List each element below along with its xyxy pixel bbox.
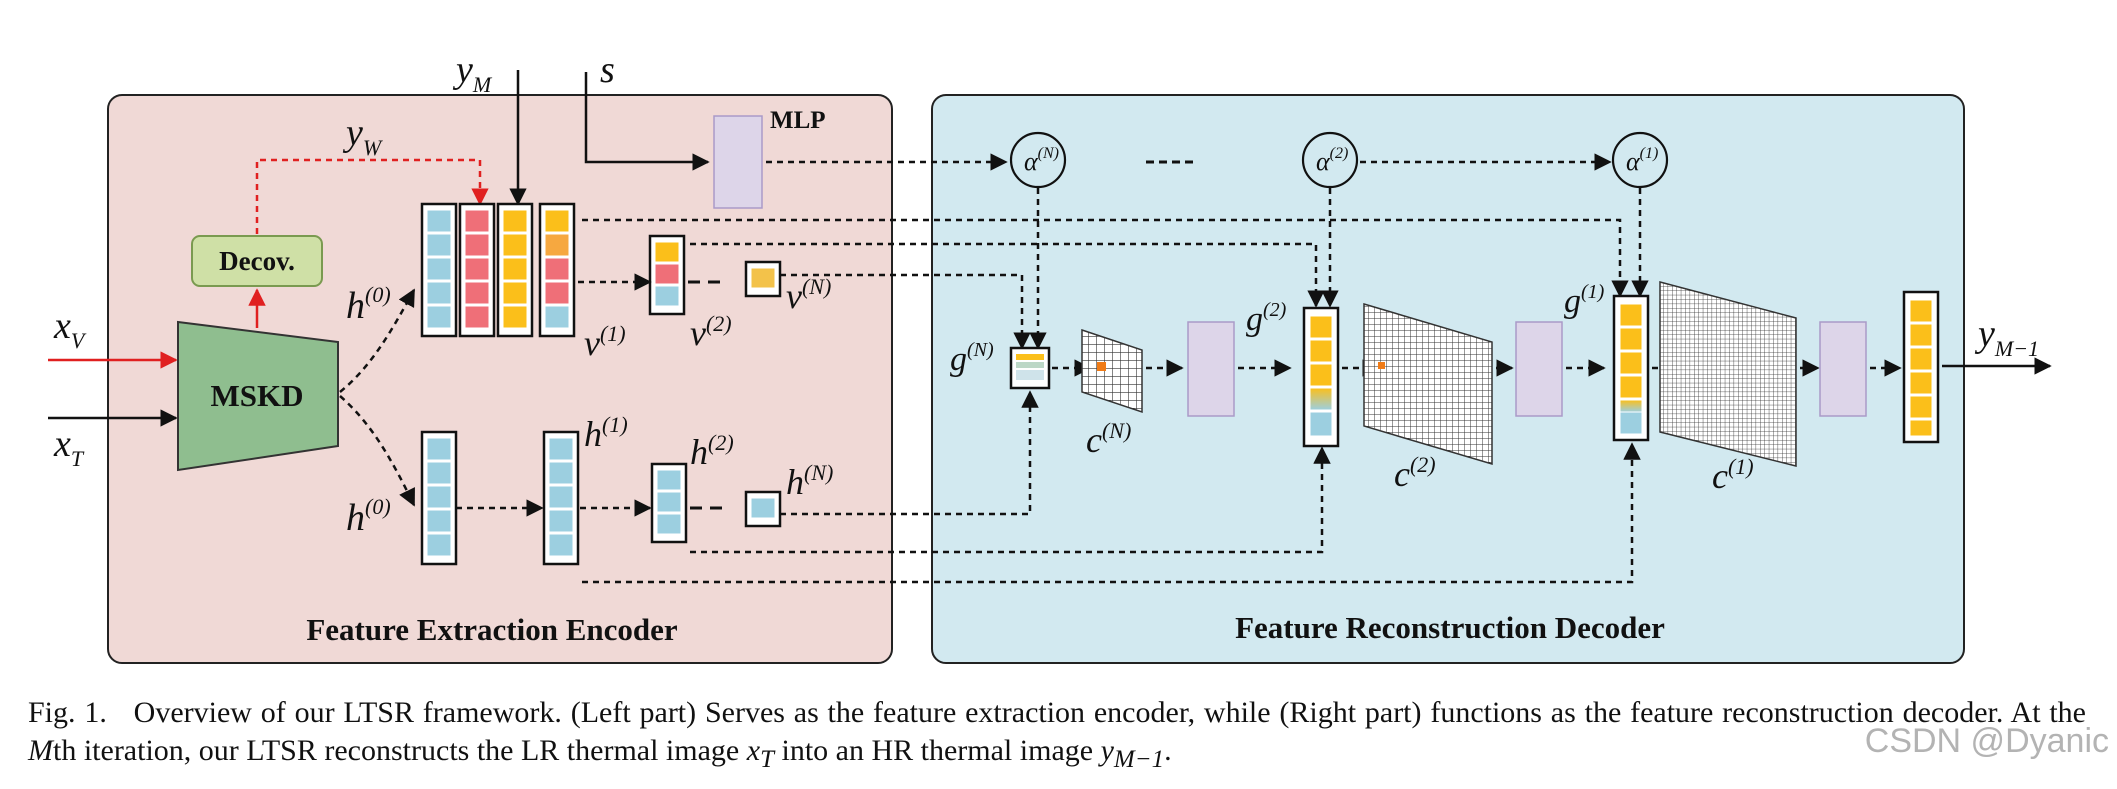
vN-label: v(N) [786,274,831,316]
h2-to-g2 [690,446,1331,554]
red-vector [458,202,496,338]
cN-grid [1081,328,1143,414]
alpha2-node [1301,131,1359,189]
output-label: yM−1 [1974,313,2039,361]
g1-label: g(1) [1564,281,1605,320]
v1-label: v(1) [584,321,626,363]
s-arrow [584,72,710,171]
hN-vector [744,490,782,528]
hN-to-gN [780,390,1039,516]
caption-part-1: Overview of our LTSR framework. (Left pa… [133,696,2086,729]
encoder-title: Feature Extraction Encoder [306,612,678,647]
v2-vector [648,234,686,316]
yw-path [255,158,489,234]
caption-part-4: . [1164,734,1172,767]
figure-caption: Fig. 1. Overview of our LTSR framework. … [28,694,2086,779]
bottom-feature-vectors [420,430,782,566]
alpha-nodes: α(N) α(2) α(1) [1009,131,1669,189]
figure-number: Fig. 1. [28,696,107,729]
h0-bottom-label: h(0) [346,494,391,539]
framework-diagram: Feature Extraction Encoder Feature Recon… [48,49,2052,664]
alpha1-node [1611,131,1669,189]
module-1 [1819,321,1867,417]
c2-label: c(2) [1394,452,1436,494]
module-2 [1515,321,1563,417]
mlp-block [713,115,763,209]
output-vector [1902,290,1940,444]
decoder-title: Feature Reconstruction Decoder [1235,610,1665,645]
h2-label: h(2) [690,430,734,472]
caption-part-2: th iteration, our LTSR reconstructs the … [53,734,747,767]
yw-label: yW [342,112,383,160]
module-N [1187,321,1235,417]
svg-text:α(2): α(2) [1316,145,1348,176]
svg-text:α(1): α(1) [1626,145,1658,176]
cN-label: c(N) [1086,418,1131,460]
caption-xt: x [746,734,761,767]
mskd-block [177,320,339,472]
caption-y: y [1100,734,1114,767]
h2-vector [650,462,688,544]
h1-to-g1 [582,442,1641,584]
decov-label: Decov. [219,246,295,276]
h1-label: h(1) [584,412,628,454]
vN-to-gN [780,273,1031,350]
mlp-label: MLP [770,107,826,134]
ym-label: yM [452,49,493,97]
v2-label: v(2) [690,311,732,353]
g2-vector [1302,306,1340,448]
c1-grid [1659,281,1797,467]
h1-vector [542,430,580,566]
hN-label: h(N) [786,460,833,502]
caption-y-sub: M−1 [1113,746,1165,773]
caption-m: M [28,734,53,767]
h0-vector-bottom [420,430,458,566]
branch-bottom [339,395,416,507]
h0-top-label: h(0) [346,282,391,327]
top-feature-vectors [420,202,782,338]
c2-grid [1363,302,1493,466]
alphaN-node [1009,131,1067,189]
vN-vector [744,260,782,298]
yellow-vector [496,202,534,338]
gN-label: g(N) [950,339,994,378]
c1-label: c(1) [1712,454,1754,496]
caption-xt-sub: T [760,746,774,773]
g2-label: g(2) [1246,299,1287,338]
svg-text:α(N): α(N) [1024,145,1059,176]
g1-vector [1612,294,1650,442]
v1-vector [538,202,576,338]
input-xt: xT [53,423,85,471]
branch-top [339,288,416,393]
h0-vector-top [420,202,458,338]
s-label: s [600,49,615,91]
watermark: CSDN @Dyanic [1864,722,2109,760]
mskd-label: MSKD [211,378,304,413]
caption-part-3: into an HR thermal image [773,734,1101,767]
v1-to-g1 [582,218,1629,298]
input-xv: xV [53,305,87,353]
decov-block [191,235,323,287]
